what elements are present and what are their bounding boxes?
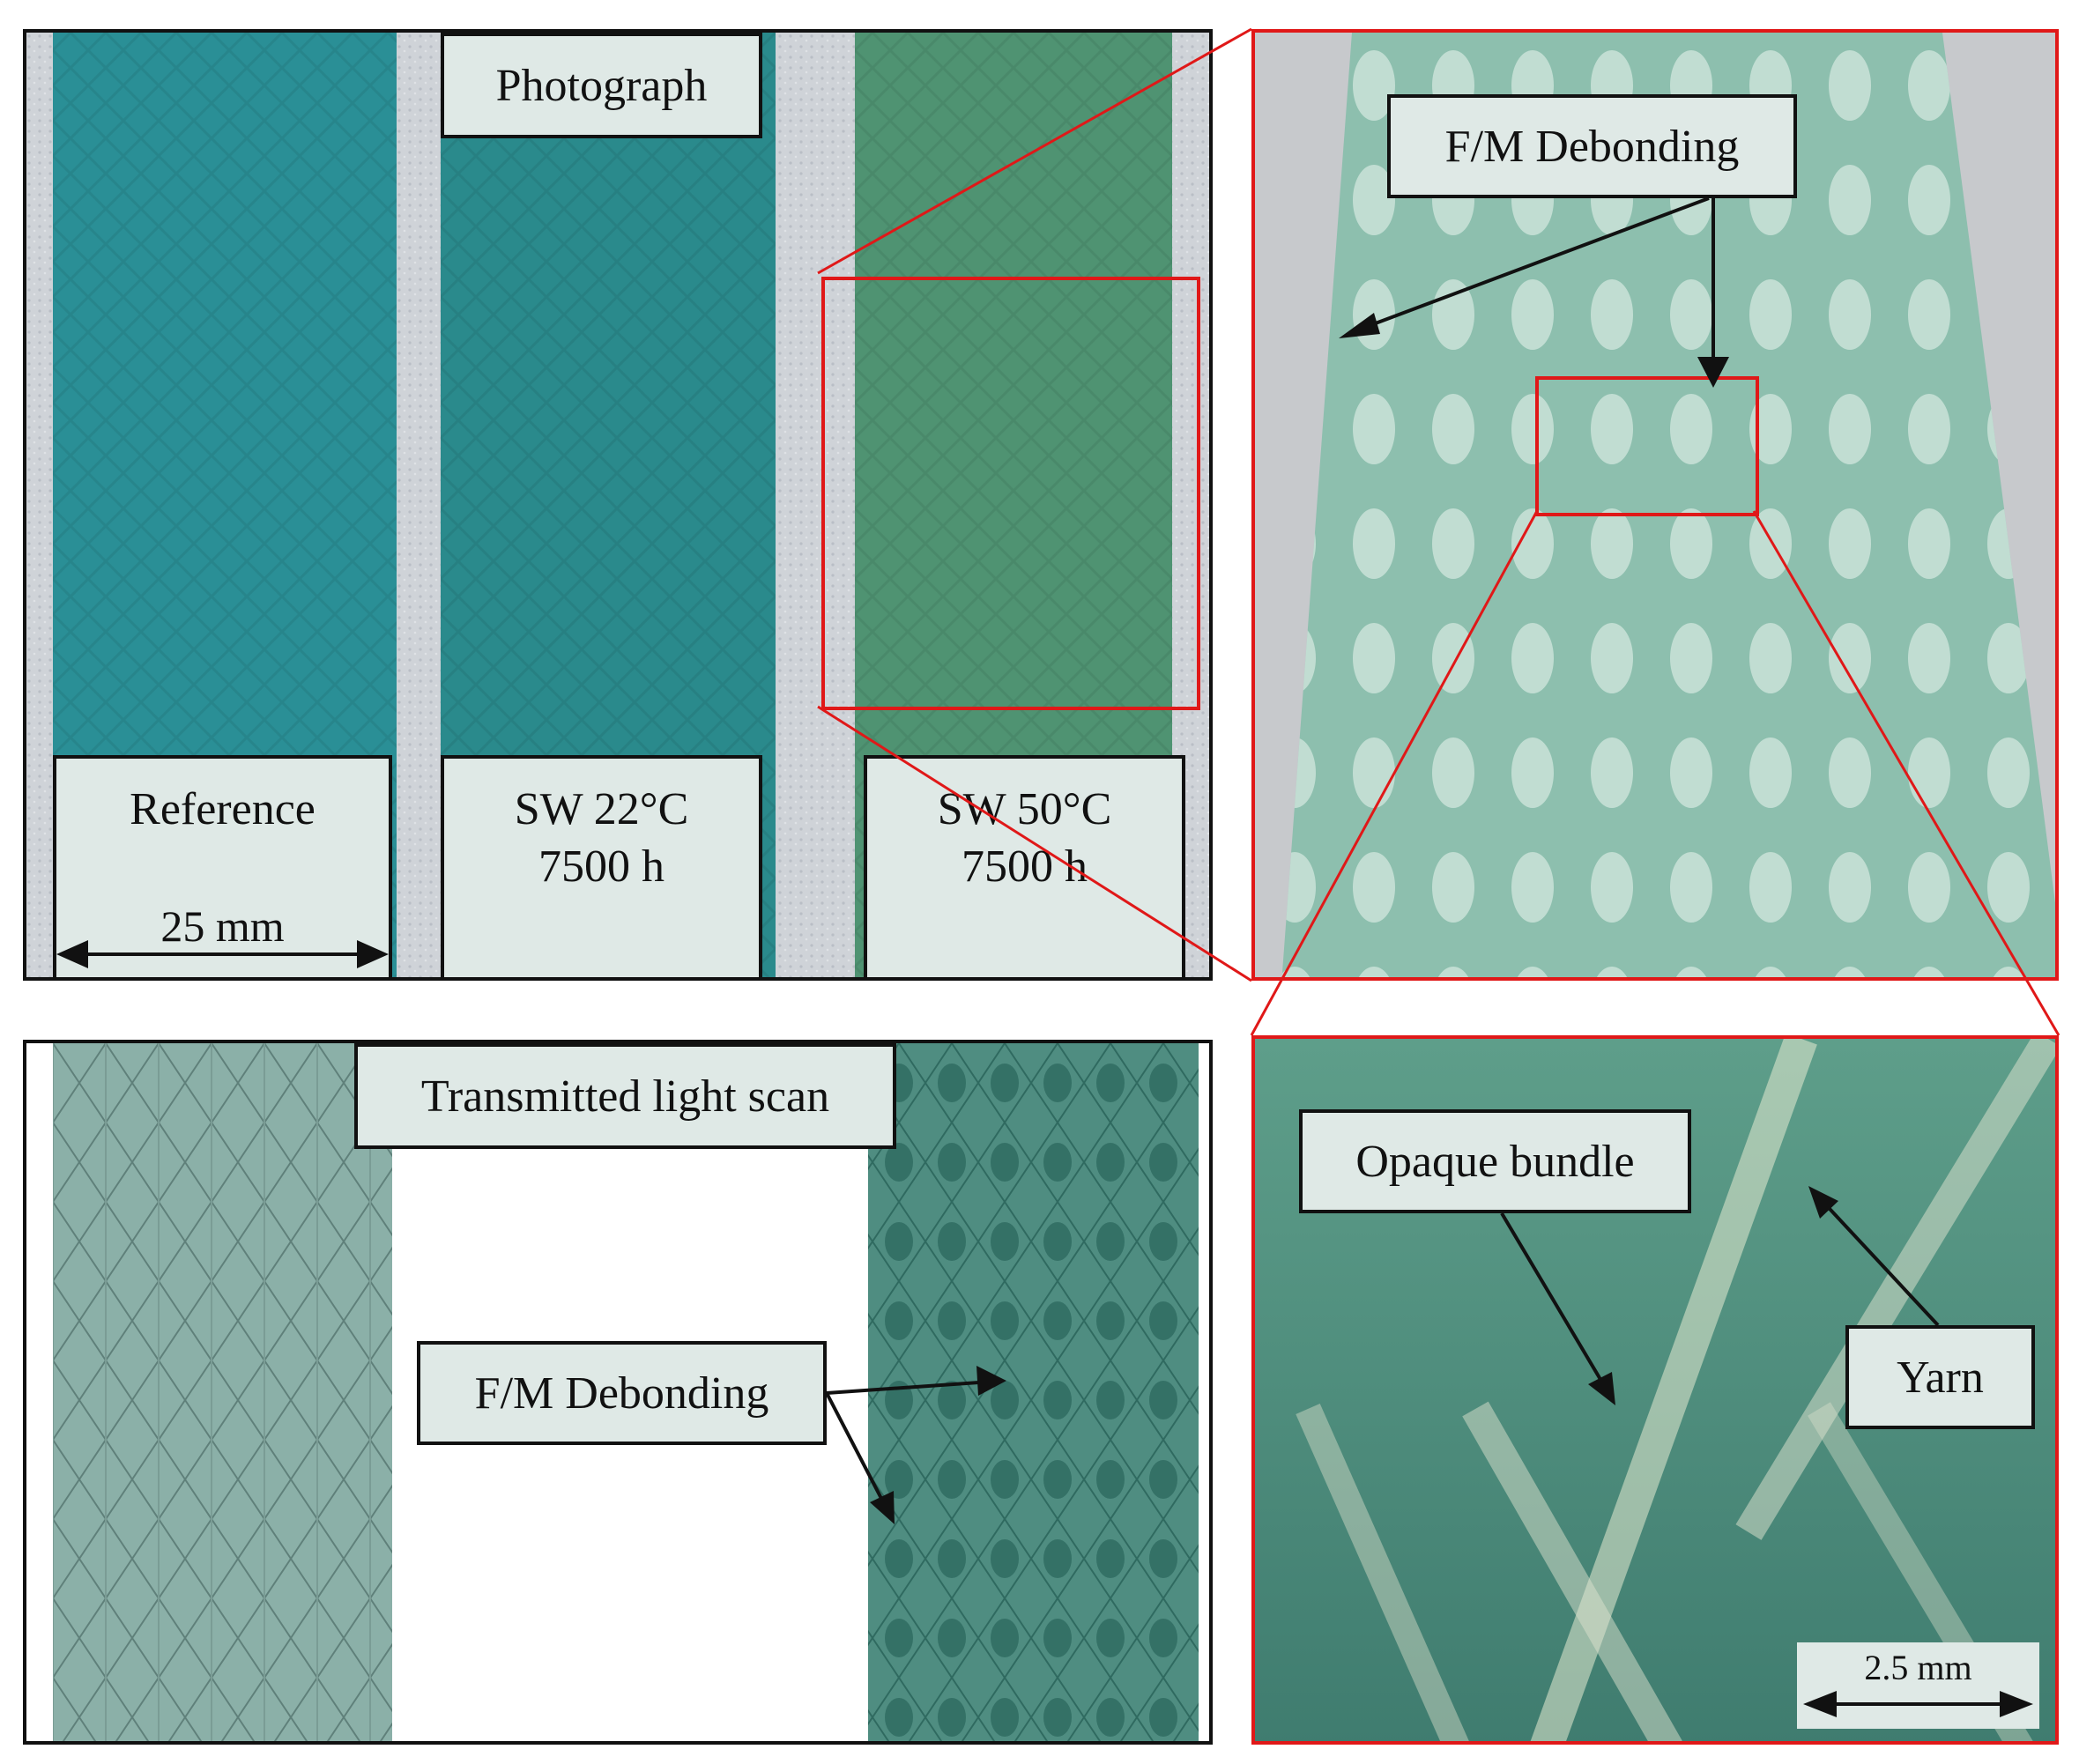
fm-debonding-callout-upper: F/M Debonding	[1387, 94, 1797, 198]
highlight-rectangle-zoom	[1535, 376, 1759, 516]
highlight-rectangle-photo	[821, 277, 1200, 710]
transmitted-scan-image	[53, 1043, 1199, 1741]
scale-label-2-5mm: 2.5 mm	[1864, 1648, 1972, 1687]
scale-bar-2-5mm	[1803, 1691, 2033, 1717]
scale-label-25mm: 25 mm	[160, 901, 285, 951]
reference-label: Reference	[53, 755, 392, 977]
reference-label-text: Reference	[130, 784, 316, 834]
callout-arrows-zoom-lower	[1500, 1186, 1940, 1405]
scale-bar-25mm	[56, 940, 389, 968]
callout-arrows-scan	[825, 1366, 1006, 1524]
sw22-label: SW 22°C 7500 h	[441, 755, 762, 977]
zoom-lower-panel: Opaque bundle Yarn 2.5 mm	[1251, 1035, 2059, 1745]
fm-debonding-callout-lower: F/M Debonding	[417, 1341, 827, 1445]
photograph-panel: Photograph Reference SW 22°C 7500 h SW 5…	[23, 29, 1213, 981]
transmitted-scan-title: Transmitted light scan	[354, 1043, 896, 1149]
yarn-callout: Yarn	[1845, 1325, 2035, 1429]
opaque-bundle-callout: Opaque bundle	[1299, 1109, 1691, 1213]
scan-left-strip	[53, 1043, 392, 1741]
zoom-upper-panel: F/M Debonding	[1251, 29, 2059, 981]
scale-box-2-5mm	[1797, 1642, 2039, 1729]
transmitted-scan-panel: Transmitted light scan F/M Debonding	[23, 1040, 1213, 1745]
callout-arrows-upper	[1339, 196, 1729, 388]
scan-right-strip	[868, 1043, 1199, 1741]
photograph-title: Photograph	[441, 33, 762, 138]
